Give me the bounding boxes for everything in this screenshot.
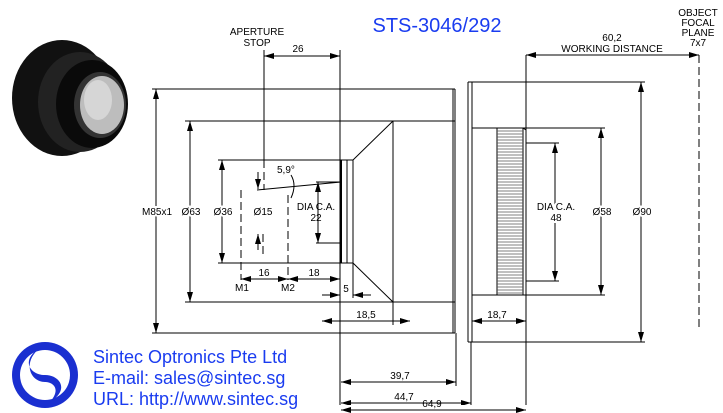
working-distance-label: WORKING DISTANCE bbox=[561, 44, 663, 55]
dim-d36: Ø36 bbox=[214, 207, 233, 218]
m2-label: M2 bbox=[281, 283, 295, 294]
dim-flange: 5 bbox=[343, 284, 349, 295]
dim-m2-front: 18 bbox=[308, 268, 320, 279]
angle-label: 5,9° bbox=[277, 165, 295, 176]
aperture-label-1: APERTURE bbox=[230, 27, 285, 38]
dim-front-ring: 18,7 bbox=[487, 310, 507, 321]
dia-ca-48-label: DIA C.A. bbox=[537, 202, 575, 213]
dia-ca-22-label: DIA C.A. bbox=[297, 202, 335, 213]
focal-plane-label-1: OBJECT bbox=[678, 8, 717, 19]
focal-plane-label-2: FOCAL bbox=[681, 18, 715, 29]
drawing-title: STS-3046/292 bbox=[373, 15, 502, 37]
focal-plane-size: 7x7 bbox=[690, 38, 707, 49]
lens-body-outline bbox=[152, 81, 645, 343]
dia-ca-22-value: 22 bbox=[310, 213, 322, 224]
dim-cone: 18,5 bbox=[356, 310, 376, 321]
focal-plane-label-3: PLANE bbox=[682, 28, 715, 39]
sintec-logo bbox=[12, 342, 78, 408]
m1-label: M1 bbox=[235, 283, 249, 294]
dim-39-7: 39,7 bbox=[390, 371, 410, 382]
company-name: Sintec Optronics Pte Ltd bbox=[93, 347, 287, 367]
company-url[interactable]: URL: http://www.sintec.sg bbox=[93, 389, 298, 409]
dim-44-7: 44,7 bbox=[394, 392, 414, 403]
dim-d15: Ø15 bbox=[254, 207, 273, 218]
dim-stop-front: 26 bbox=[292, 44, 304, 55]
lens-3d-render bbox=[12, 40, 128, 156]
dim-thread: M85x1 bbox=[142, 207, 172, 218]
knurl-pattern bbox=[497, 130, 523, 294]
dim-d90: Ø90 bbox=[633, 207, 652, 218]
dia-ca-48-value: 48 bbox=[550, 213, 562, 224]
aperture-label-2: STOP bbox=[243, 38, 270, 49]
dim-d58: Ø58 bbox=[593, 207, 612, 218]
working-distance-value: 60,2 bbox=[602, 33, 622, 44]
company-email[interactable]: E-mail: sales@sintec.sg bbox=[93, 368, 285, 388]
dim-m1-m2: 16 bbox=[258, 268, 270, 279]
dim-d63: Ø63 bbox=[182, 207, 201, 218]
